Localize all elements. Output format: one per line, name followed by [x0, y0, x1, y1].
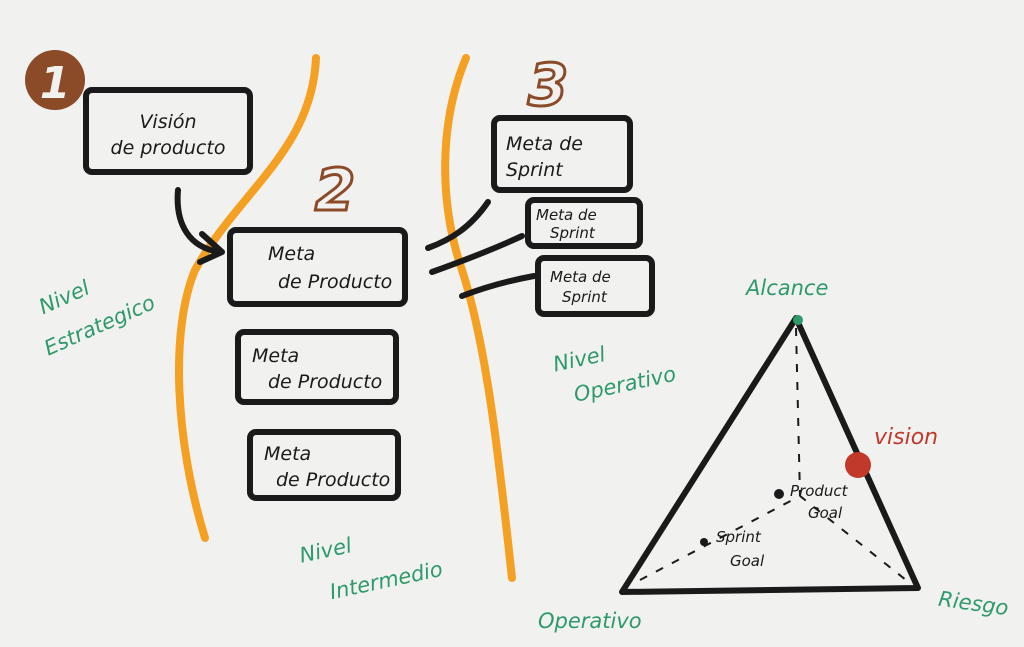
product-goal-1-line2: de Producto: [278, 271, 392, 293]
label-nivel-estrategico: Nivel Estrategico: [35, 276, 158, 361]
product-goal-label-line2: Goal: [808, 504, 843, 522]
divider-strategic-intermediate: [175, 54, 320, 542]
label-vision: vision: [874, 425, 938, 450]
product-goal-box-1: Meta de Producto: [227, 227, 408, 307]
product-goal-3-line1: Meta: [264, 443, 311, 465]
product-goal-point: [774, 489, 784, 499]
sprint-goal-box-3: Meta de Sprint: [535, 255, 655, 317]
alcance-point: [793, 315, 803, 325]
step-marker-2: 2: [315, 156, 355, 224]
product-goal-3-line2: de Producto: [276, 469, 390, 491]
step-marker-3: 3: [528, 51, 568, 119]
product-goal-box-3: Meta de Producto: [247, 429, 401, 501]
label-alcance: Alcance: [744, 276, 828, 300]
sprint-goal-box-1: Meta de Sprint: [491, 115, 633, 193]
sprint-connectors: [425, 199, 537, 299]
sprint-goal-label-line1: Sprint: [716, 528, 762, 546]
product-goal-2-line1: Meta: [252, 345, 299, 367]
label-riesgo: Riesgo: [937, 587, 1010, 621]
step-marker-1: 1: [25, 50, 85, 110]
sprint-goal-3-line1: Meta de: [550, 268, 611, 286]
label-intermedio-line1: Nivel: [297, 533, 354, 567]
product-goal-box-2: Meta de Producto: [235, 329, 399, 405]
vision-point: [845, 452, 871, 478]
sprint-goal-1-line1: Meta de: [506, 133, 583, 155]
divider-intermediate-operative: [441, 54, 516, 582]
label-operativo-vertex: Operativo: [538, 609, 642, 633]
step-marker-1-text: 1: [40, 58, 71, 109]
sprint-goal-point: [700, 538, 708, 546]
sprint-goal-3-line2: Sprint: [562, 288, 608, 306]
sprint-goal-2-line1: Meta de: [536, 206, 597, 224]
label-intermedio-line2: Intermedio: [328, 557, 445, 604]
vision-box-line2: de producto: [111, 137, 226, 159]
product-goal-label-line1: Product: [790, 482, 849, 500]
label-estrategico-line1: Nivel: [35, 276, 93, 319]
sprint-goal-label-line2: Goal: [730, 552, 765, 570]
product-goal-1-line1: Meta: [268, 243, 315, 265]
label-nivel-operativo: Nivel Operativo: [551, 342, 678, 407]
vision-box-line1: Visión: [139, 111, 196, 133]
arrow-vision-to-goal: [174, 187, 225, 265]
vision-box: Visión de producto: [83, 87, 253, 175]
sprint-goal-1-line2: Sprint: [506, 159, 564, 181]
sprint-goal-2-line2: Sprint: [550, 224, 596, 242]
scope-risk-triangle: [619, 315, 921, 595]
label-nivel-intermedio: Nivel Intermedio: [297, 533, 445, 604]
sprint-goal-box-2: Meta de Sprint: [525, 197, 643, 249]
product-goal-2-line2: de Producto: [268, 371, 382, 393]
label-operativo-line1: Nivel: [551, 342, 608, 376]
